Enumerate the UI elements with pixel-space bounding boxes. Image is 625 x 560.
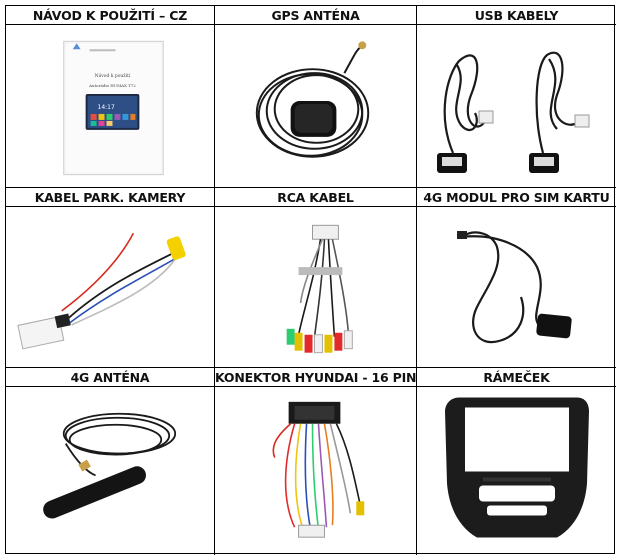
item-cell-manual: NÁVOD K POUŽITÍ – CZ Návod k použití Aut… [6, 6, 215, 188]
manual-title-text: Návod k použití [95, 72, 131, 79]
package-contents-grid: NÁVOD K POUŽITÍ – CZ Návod k použití Aut… [5, 5, 616, 555]
item-title: 4G ANTÉNA [6, 368, 214, 387]
item-cell-4g-antenna: 4G ANTÉNA [6, 368, 215, 555]
item-title: RÁMEČEK [417, 368, 616, 387]
item-cell-usb-cables: USB KABELY [417, 6, 616, 188]
item-cell-4g-module: 4G MODUL PRO SIM KARTU [417, 188, 616, 368]
4g-sim-module-icon [417, 207, 616, 367]
manual-booklet-icon: Návod k použití Autorádio HUMAX T72 14:1… [6, 25, 214, 187]
4g-antenna-icon [6, 387, 214, 555]
item-cell-rca-cable: RCA KABEL [215, 188, 417, 368]
item-cell-gps-antenna: GPS ANTÉNA [215, 6, 417, 188]
item-cell-frame: RÁMEČEK [417, 368, 616, 555]
rca-cable-icon [215, 207, 416, 367]
item-title: NÁVOD K POUŽITÍ – CZ [6, 6, 214, 25]
item-cell-hyundai-connector: KONEKTOR HYUNDAI - 16 PIN [215, 368, 417, 555]
manual-screen-clock: 14:17 [98, 104, 115, 111]
item-title: RCA KABEL [215, 188, 416, 207]
parking-camera-cable-icon [6, 207, 214, 367]
item-title: 4G MODUL PRO SIM KARTU [417, 188, 616, 207]
hyundai-16pin-connector-icon [215, 387, 416, 555]
item-cell-parking-camera-cable: KABEL PARK. KAMERY [6, 188, 215, 368]
manual-subtitle-text: Autorádio HUMAX T72 [88, 83, 136, 88]
usb-cables-icon [417, 25, 616, 187]
dashboard-frame-icon [417, 387, 616, 555]
item-title: USB KABELY [417, 6, 616, 25]
item-title: KABEL PARK. KAMERY [6, 188, 214, 207]
gps-antenna-icon [215, 25, 416, 187]
item-title: GPS ANTÉNA [215, 6, 416, 25]
item-title: KONEKTOR HYUNDAI - 16 PIN [215, 370, 416, 387]
